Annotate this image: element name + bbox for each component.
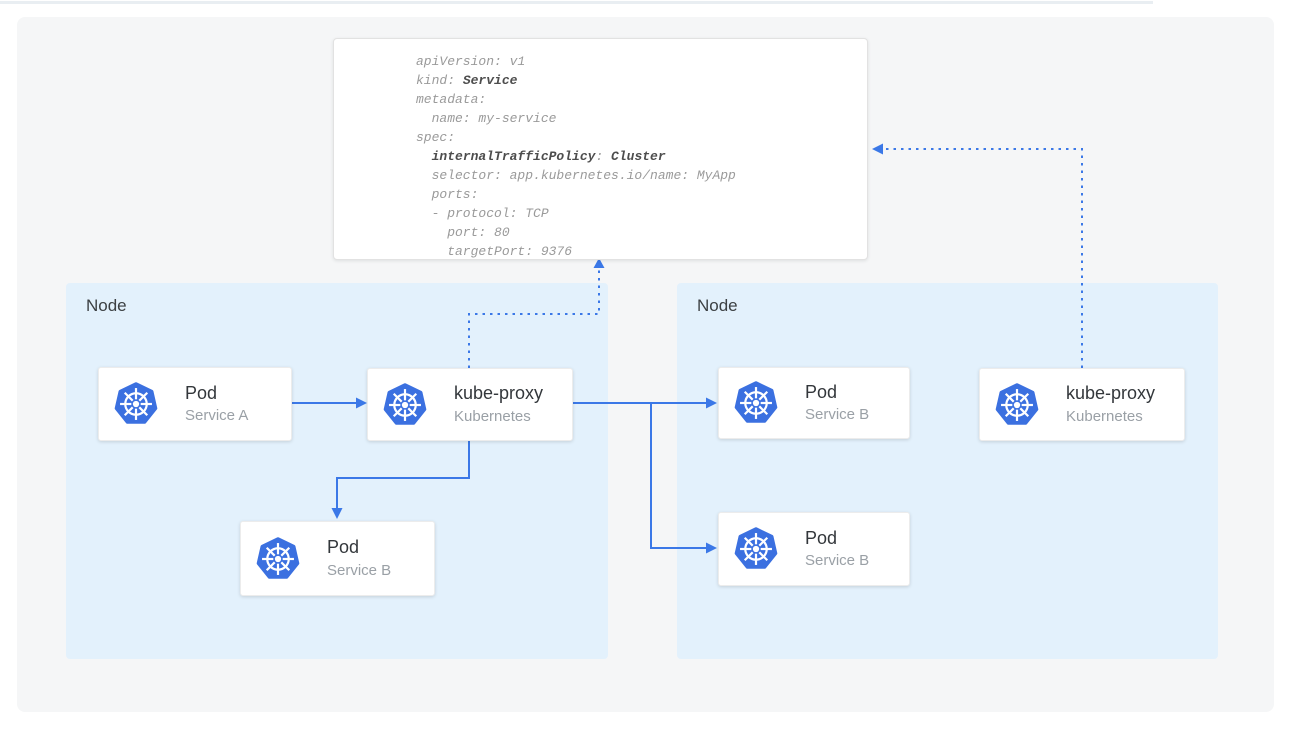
kubernetes-logo-icon xyxy=(383,383,427,427)
box-subtitle: Service B xyxy=(327,561,392,579)
kubernetes-logo-icon xyxy=(256,537,300,581)
kubernetes-logo-icon xyxy=(114,382,158,426)
kube-proxy-right-box: kube-proxy Kubernetes xyxy=(979,368,1185,441)
box-title: Pod xyxy=(185,382,218,403)
box-title: kube-proxy xyxy=(1066,383,1156,404)
pod-service-b-left-box: Pod Service B xyxy=(240,521,435,596)
box-subtitle: Kubernetes xyxy=(454,407,531,425)
kube-proxy-left-box: kube-proxy Kubernetes xyxy=(367,368,573,441)
kubernetes-logo-icon xyxy=(734,381,778,425)
kubernetes-logo-icon xyxy=(995,383,1039,427)
node-right-label: Node xyxy=(697,296,738,315)
node-right: Node xyxy=(677,283,1218,659)
pod-service-a-box: Pod Service A xyxy=(98,367,292,441)
pod-service-b-top-right-box: Pod Service B xyxy=(718,367,910,439)
box-subtitle: Service A xyxy=(185,407,249,425)
node-left: Node xyxy=(66,283,608,659)
kubernetes-logo-icon xyxy=(734,527,778,571)
pod-service-b-bottom-right-box: Pod Service B xyxy=(718,512,910,586)
box-subtitle: Service B xyxy=(805,552,870,570)
node-left-label: Node xyxy=(86,296,127,315)
box-subtitle: Kubernetes xyxy=(1066,407,1143,425)
top-divider xyxy=(0,1,1153,4)
box-title: Pod xyxy=(805,381,838,402)
box-title: Pod xyxy=(327,537,360,558)
box-title: Pod xyxy=(805,527,838,548)
box-subtitle: Service B xyxy=(805,406,870,424)
box-title: kube-proxy xyxy=(454,383,544,404)
